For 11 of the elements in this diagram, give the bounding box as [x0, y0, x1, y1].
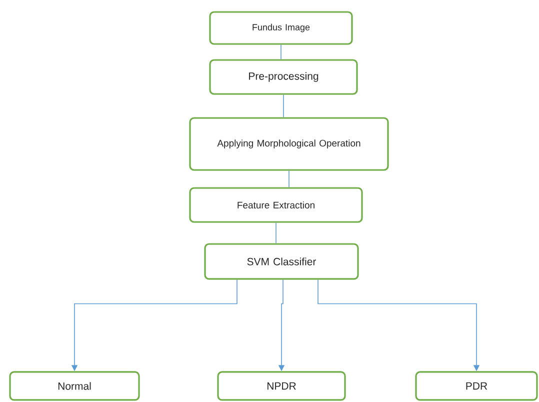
- connector-line: [280, 44, 282, 60]
- process-box: Applying Morphological Operation: [189, 117, 389, 171]
- process-box: SVM Classifier: [204, 243, 359, 280]
- connector-line: [288, 170, 290, 188]
- process-box: PDR: [415, 371, 538, 401]
- process-box: NPDR: [217, 371, 346, 401]
- connector-line: [283, 94, 284, 118]
- process-box: Pre-processing: [209, 59, 358, 95]
- process-box: Feature Extraction: [189, 187, 363, 223]
- process-box: Normal: [9, 371, 140, 401]
- process-box: Fundus Image: [209, 11, 353, 45]
